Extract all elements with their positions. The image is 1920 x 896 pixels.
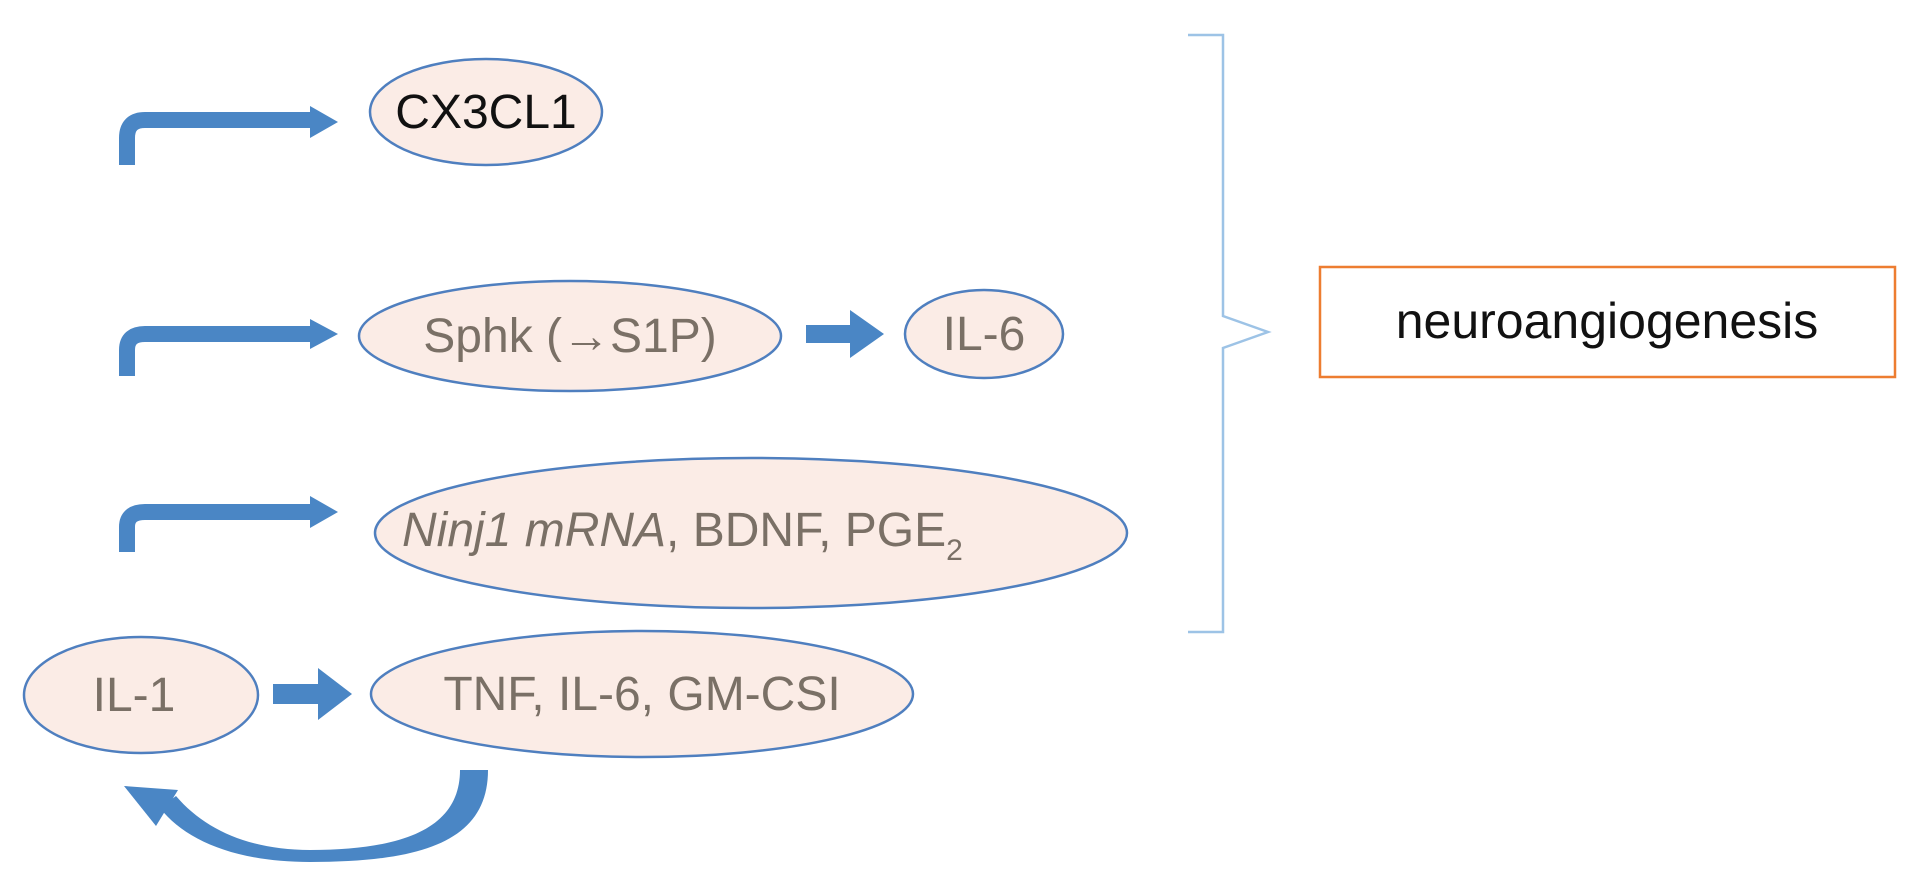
node-ninj1-label: Ninj1 mRNA, BDNF, PGE2 [402,504,963,567]
grouping-bracket [1188,33,1272,634]
node-cx3cl1: CX3CL1 [368,57,604,167]
node-il1: IL-1 [22,635,260,755]
node-il1-label: IL-1 [93,669,176,722]
node-il6: IL-6 [903,288,1065,380]
node-sphk-label: Sphk (→S1P) [423,310,716,363]
pge-subscript: 2 [946,534,963,567]
node-cx3cl1-label: CX3CL1 [395,86,576,139]
block-arrow-sphk-to-il6 [806,310,884,358]
node-tnf-group: TNF, IL-6, GM-CSI [369,629,915,759]
feedback-curved-arrow [124,770,488,862]
outcome-box: neuroangiogenesis [1318,265,1897,379]
elbow-arrow-ninj1 [119,496,338,552]
node-sphk: Sphk (→S1P) [357,279,783,393]
elbow-arrow-cx3cl1 [119,106,338,165]
elbow-arrow-sphk [119,319,338,376]
node-tnf-group-label: TNF, IL-6, GM-CSI [443,668,840,721]
ninj1-mrna-text: Ninj1 mRNA [402,504,666,557]
bdnf-pge-text: , BDNF, PGE [666,504,946,557]
outcome-label: neuroangiogenesis [1396,293,1819,349]
node-ninj1: Ninj1 mRNA, BDNF, PGE2 [373,456,1129,610]
block-arrow-il1-to-tnf [273,668,352,720]
node-il6-label: IL-6 [943,308,1026,361]
